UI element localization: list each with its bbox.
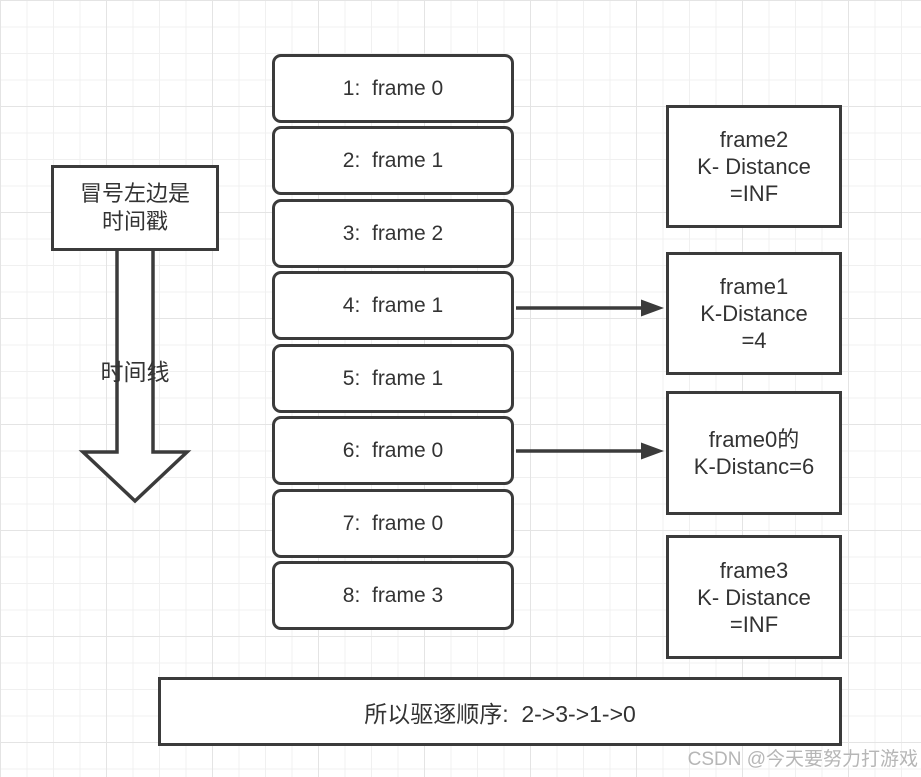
kd-line: frame1 xyxy=(719,274,789,299)
kd-line: =4 xyxy=(741,328,767,353)
colon-note-line2: 时间戳 xyxy=(101,209,168,234)
access-row-6: 6: frame 0 xyxy=(272,416,514,485)
kd-line: frame3 xyxy=(719,557,789,583)
kd-line: =INF xyxy=(729,181,779,206)
connector-arrow-frame0 xyxy=(516,442,664,460)
kd-line: K- Distance xyxy=(697,154,811,179)
access-row-4: 4: frame 1 xyxy=(272,271,514,340)
kdistance-box-frame2: frame2 K- Distance =INF xyxy=(666,105,842,228)
access-row-3: 3: frame 2 xyxy=(272,199,514,268)
connector-arrow-frame1 xyxy=(516,299,664,317)
access-row-2: 2: frame 1 xyxy=(272,126,514,195)
kd-line: K-Distance xyxy=(700,301,808,326)
kd-line: =INF xyxy=(729,611,779,637)
access-row-label: 8: frame 3 xyxy=(342,583,444,607)
access-row-8: 8: frame 3 xyxy=(272,561,514,630)
conclusion-box: 所以驱逐顺序: 2->3->1->0 xyxy=(158,677,842,746)
arrowhead xyxy=(641,299,664,317)
colon-note-line1: 冒号左边是 xyxy=(79,181,190,206)
conclusion-text: 所以驱逐顺序: 2->3->1->0 xyxy=(364,700,636,727)
access-row-5: 5: frame 1 xyxy=(272,344,514,413)
access-row-1: 1: frame 0 xyxy=(272,54,514,123)
kd-line: K- Distance xyxy=(697,584,811,610)
kdistance-box-frame1: frame1 K-Distance =4 xyxy=(666,252,842,375)
kd-line: K-Distanc=6 xyxy=(693,454,815,479)
access-row-label: 5: frame 1 xyxy=(342,366,444,390)
access-row-7: 7: frame 0 xyxy=(272,489,514,558)
access-row-label: 2: frame 1 xyxy=(342,148,444,172)
kdistance-box-frame3: frame3 K- Distance =INF xyxy=(666,535,842,659)
colon-note-box: 冒号左边是 时间戳 xyxy=(51,165,219,251)
timeline-label: 时间线 xyxy=(100,359,170,385)
kdistance-box-frame0: frame0的 K-Distanc=6 xyxy=(666,391,842,515)
kd-line: frame0的 xyxy=(708,427,800,452)
access-row-label: 3: frame 2 xyxy=(342,221,444,245)
access-row-label: 7: frame 0 xyxy=(342,511,444,535)
access-row-label: 4: frame 1 xyxy=(342,293,444,317)
kd-line: frame2 xyxy=(719,127,789,152)
arrowhead xyxy=(641,442,664,460)
access-row-label: 6: frame 0 xyxy=(342,438,444,462)
timeline-big-arrow xyxy=(78,247,192,504)
watermark: CSDN @今天要努力打游戏 xyxy=(687,749,918,770)
access-row-label: 1: frame 0 xyxy=(342,76,444,100)
